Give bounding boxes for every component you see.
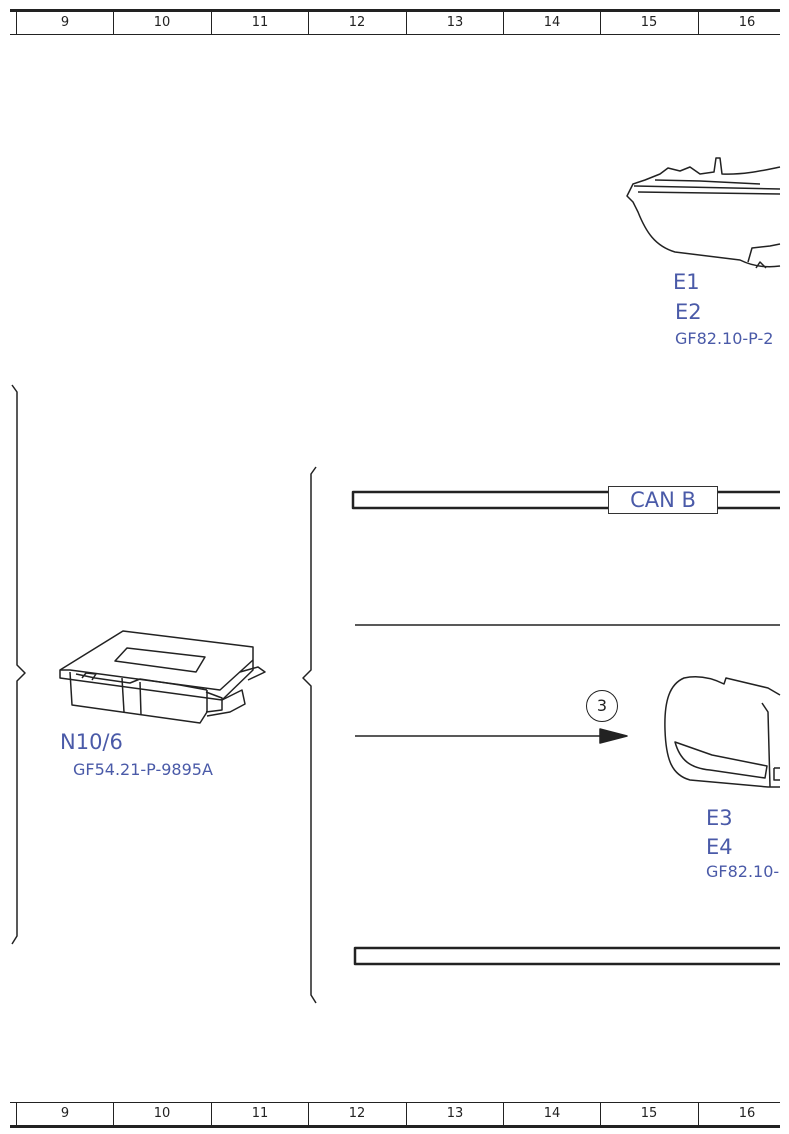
ruler-tick <box>503 12 504 34</box>
ruler-number: 9 <box>60 15 70 30</box>
ruler-tick <box>113 12 114 34</box>
ruler-tick <box>600 12 601 34</box>
headlamp-label-e1: E1 <box>673 270 700 294</box>
ruler-number: 14 <box>543 1106 561 1121</box>
ruler-number: 15 <box>640 15 658 30</box>
tail-lamp-label-e3: E3 <box>706 806 733 830</box>
headlamp-reference: GF82.10-P-2 <box>675 329 774 348</box>
ruler-number: 16 <box>738 1106 756 1121</box>
ruler-number: 12 <box>348 15 366 30</box>
ruler-number: 11 <box>251 1106 269 1121</box>
can-b-bus-line <box>351 490 780 510</box>
callout-3: 3 <box>586 690 618 722</box>
ruler-tick <box>113 1103 114 1125</box>
column-ruler-bottom: 9 10 11 12 13 14 15 16 <box>10 1102 780 1128</box>
ruler-number: 12 <box>348 1106 366 1121</box>
left-brace <box>11 384 26 945</box>
ruler-tick <box>698 12 699 34</box>
ruler-tick <box>600 1103 601 1125</box>
ruler-tick <box>211 12 212 34</box>
ruler-number: 14 <box>543 15 561 30</box>
column-ruler-top: 9 10 11 12 13 14 15 16 <box>10 9 780 35</box>
ruler-number: 11 <box>251 15 269 30</box>
ruler-number: 10 <box>153 1106 171 1121</box>
control-unit-reference: GF54.21-P-9895A <box>73 760 213 779</box>
ruler-number: 13 <box>446 1106 464 1121</box>
ruler-tick <box>308 12 309 34</box>
ruler-tick <box>211 1103 212 1125</box>
bottom-bus-line <box>353 946 780 966</box>
ruler-tick <box>16 1103 17 1125</box>
can-b-label: CAN B <box>608 486 718 514</box>
arrowhead-icon <box>599 728 628 744</box>
ruler-number: 16 <box>738 15 756 30</box>
headlamp-illustration <box>626 157 781 269</box>
control-unit-illustration <box>59 630 266 724</box>
tail-lamp-reference: GF82.10- <box>706 862 780 881</box>
control-unit-label: N10/6 <box>60 730 123 754</box>
ruler-number: 10 <box>153 15 171 30</box>
ruler-tick <box>698 1103 699 1125</box>
tail-lamp-label-e4: E4 <box>706 835 733 859</box>
bus-brace <box>302 466 317 1004</box>
ruler-tick <box>503 1103 504 1125</box>
ruler-tick <box>406 12 407 34</box>
ruler-number: 15 <box>640 1106 658 1121</box>
ruler-tick <box>16 12 17 34</box>
ruler-number: 9 <box>60 1106 70 1121</box>
tail-lamp-illustration <box>664 676 781 788</box>
headlamp-label-e2: E2 <box>675 300 702 324</box>
ruler-number: 13 <box>446 15 464 30</box>
ruler-tick <box>308 1103 309 1125</box>
ruler-tick <box>406 1103 407 1125</box>
